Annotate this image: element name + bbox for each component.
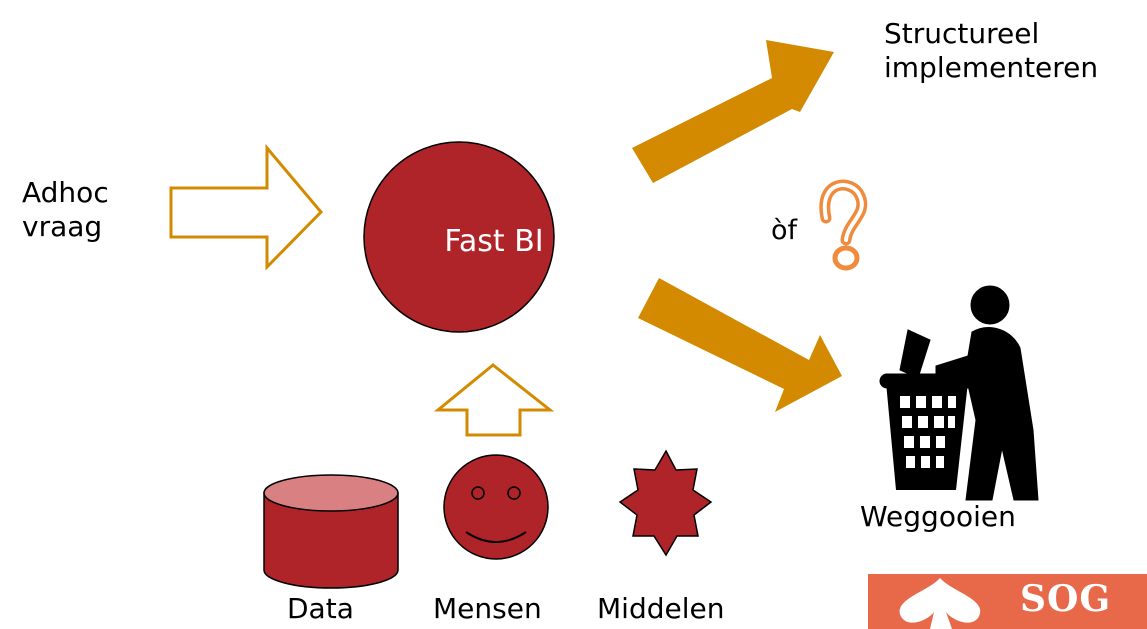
input-label: Adhoc vraag bbox=[22, 176, 109, 244]
people-label: Mensen bbox=[433, 592, 542, 625]
input-label-line1: Adhoc bbox=[22, 176, 109, 209]
implement-label-line1: Structureel bbox=[884, 17, 1040, 50]
sog-logo: SOG bbox=[868, 574, 1147, 629]
fast-bi-circle bbox=[363, 141, 555, 333]
logo-text: SOG bbox=[1020, 578, 1112, 620]
starburst-icon bbox=[618, 449, 713, 557]
means-label: Middelen bbox=[597, 592, 725, 625]
spade-icon bbox=[899, 578, 981, 629]
resources-arrow bbox=[433, 363, 555, 437]
data-cylinder-icon bbox=[263, 474, 399, 589]
implement-label: Structureel implementeren bbox=[884, 17, 1098, 85]
question-icon bbox=[819, 179, 868, 271]
smiley-icon bbox=[443, 454, 549, 560]
implement-label-line2: implementeren bbox=[884, 51, 1099, 84]
discard-arrow bbox=[638, 278, 842, 412]
data-label: Data bbox=[287, 592, 354, 625]
input-label-line2: vraag bbox=[22, 210, 103, 243]
trash-person-icon bbox=[879, 285, 1039, 501]
input-arrow bbox=[169, 143, 324, 271]
or-label: òf bbox=[771, 215, 798, 246]
implement-arrow bbox=[632, 40, 834, 183]
discard-label: Weggooien bbox=[860, 500, 1016, 533]
fast-bi-label: Fast BI bbox=[444, 224, 543, 259]
